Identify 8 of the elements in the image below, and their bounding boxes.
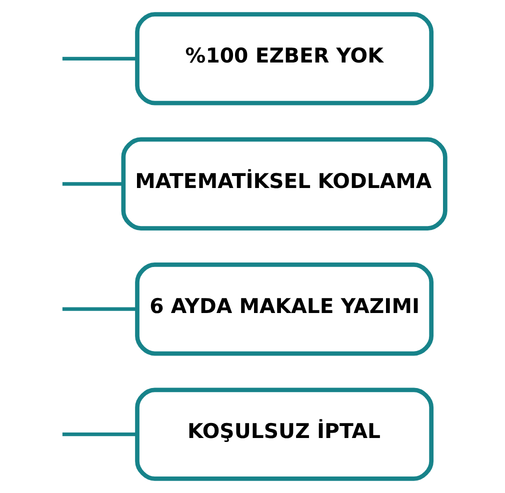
connector bbox=[62, 307, 136, 311]
node-box: %100 EZBER YOK bbox=[134, 12, 434, 106]
node-box: 6 AYDA MAKALE YAZIMI bbox=[134, 262, 434, 356]
connector bbox=[62, 182, 123, 186]
connector bbox=[62, 56, 136, 60]
connector bbox=[62, 432, 136, 436]
node-box: MATEMATİKSEL KODLAMA bbox=[120, 137, 447, 230]
node-box: KOŞULSUZ İPTAL bbox=[134, 388, 434, 481]
